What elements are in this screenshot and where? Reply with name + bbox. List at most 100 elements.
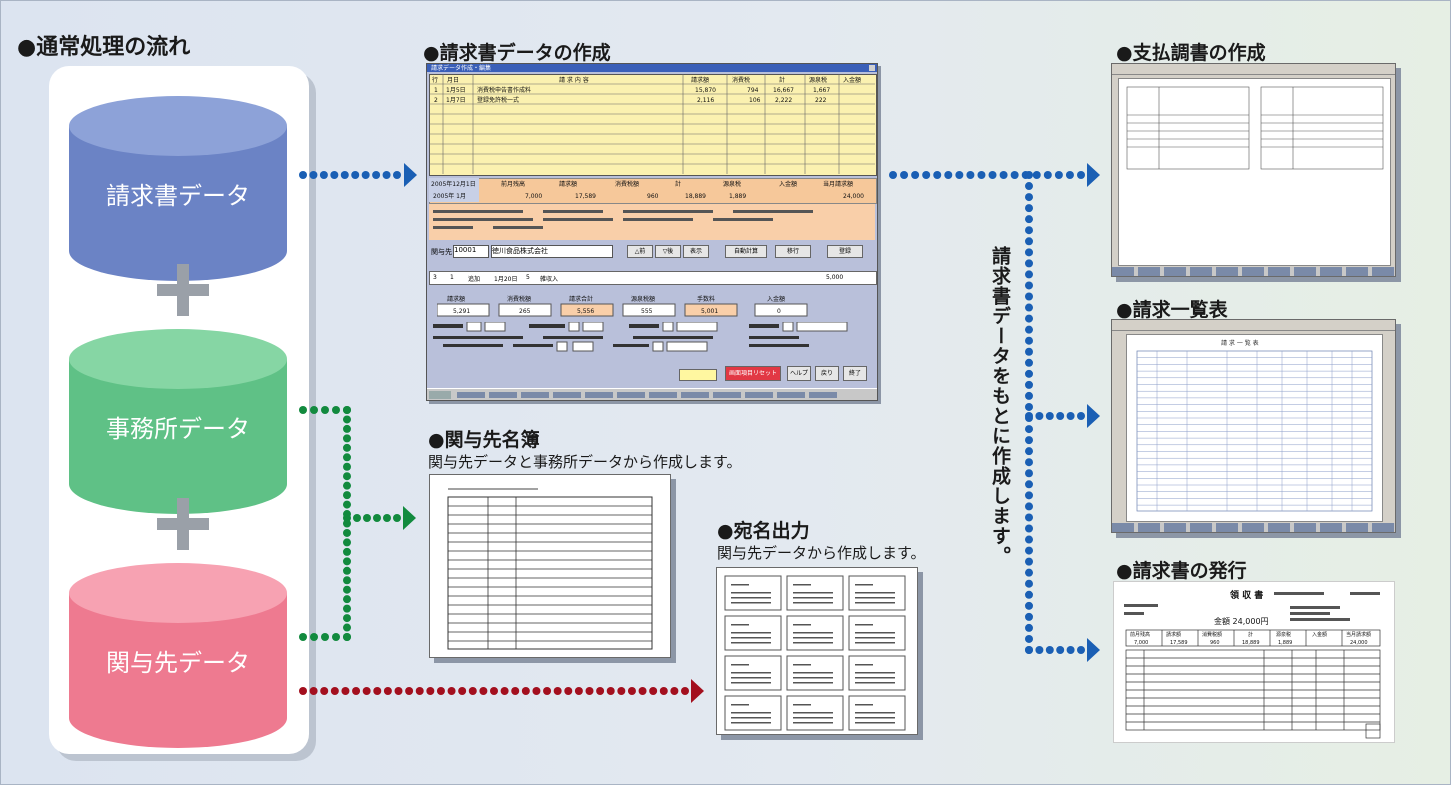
grid-header: 入金額 [843, 76, 861, 84]
next-button[interactable]: ▽後 [655, 245, 681, 258]
address-label-line [793, 677, 833, 679]
auto-calc-button[interactable]: 自動計算 [725, 245, 767, 258]
connector-dot [1077, 412, 1085, 420]
connector-dot [1065, 171, 1074, 179]
address-label-line [731, 722, 771, 724]
connector-dot [1056, 646, 1065, 654]
connector-dot [1025, 380, 1033, 389]
start-button[interactable] [429, 391, 451, 399]
connector-dot [343, 614, 351, 623]
reset-button[interactable]: 画面項目リセット [725, 366, 781, 381]
summary-value: 18,889 [685, 193, 706, 200]
entry-grid-lines: 行 月日 請 求 内 容 請求額 消費税 計 源泉税 入金額 1 1月5日 消費… [429, 74, 875, 174]
connector-dot [1025, 215, 1033, 224]
period-label: 2005年 1月 [433, 192, 466, 200]
receipt-header: 前月残高 [1130, 631, 1150, 638]
connector-dot [553, 687, 562, 695]
address-label-line [855, 632, 895, 634]
connector-dot [1025, 259, 1033, 268]
connector-dot [1025, 281, 1033, 290]
address-label-line [855, 682, 895, 684]
address-label-line [793, 584, 811, 586]
connector-dot [900, 171, 909, 179]
connector-dot [1025, 303, 1033, 312]
connector-dot [999, 171, 1008, 179]
exit-button[interactable]: 終了 [843, 366, 867, 381]
grid-cell: 15,870 [695, 87, 716, 94]
form-titlebar: 請求データ作成・編集 [427, 64, 877, 72]
connector-dot [1025, 513, 1033, 522]
receipt-document: 領 収 書 金額 24,000円 前月残高 請求額 [1113, 581, 1395, 743]
prev-button[interactable]: △前 [627, 245, 653, 258]
address-labels-document [716, 567, 918, 735]
summary-value: 24,000 [843, 193, 864, 200]
address-label-line [793, 602, 833, 604]
arrow-to-invoice-form [404, 163, 417, 187]
receipt-title: 領 収 書 [1230, 589, 1263, 601]
connector-dot [1025, 436, 1033, 445]
address-label-line [793, 597, 833, 599]
grid-cell: 1 [434, 87, 438, 94]
connector-dot [343, 595, 351, 604]
office-data-cylinder: 事務所データ [69, 329, 287, 514]
connector-dot [330, 687, 339, 695]
connector-dot [500, 687, 509, 695]
connector-dot [1077, 171, 1085, 179]
connector-dot [343, 557, 351, 566]
register-button[interactable]: 登録 [827, 245, 863, 258]
help-button[interactable]: ヘルプ [787, 366, 811, 381]
totals-value: 5,556 [577, 308, 594, 315]
connector-dot [1025, 402, 1033, 411]
arrow-to-address [691, 679, 704, 703]
cylinder-shape [69, 329, 287, 514]
client-list-table [447, 488, 653, 650]
connector-dot [1025, 458, 1033, 467]
grid-cell: 登録免許税一式 [477, 96, 519, 104]
connector-dot [977, 171, 986, 179]
transfer-button[interactable]: 移行 [775, 245, 811, 258]
connector-dot [343, 415, 351, 424]
connector-dot [1025, 579, 1033, 588]
grid-header: 請 求 内 容 [559, 76, 589, 84]
connector-dot [319, 171, 328, 179]
window-close-icon[interactable] [869, 65, 875, 71]
arrow-to-invoice-issue [1087, 638, 1100, 662]
totals-label: 請求額 [447, 295, 465, 303]
address-label-line [793, 664, 811, 666]
grid-cell: 2,116 [697, 97, 714, 104]
receipt-value: 1,889 [1278, 640, 1292, 646]
connector-dot [532, 687, 541, 695]
arrow-to-invoice-list [1087, 404, 1100, 428]
grid-cell: 1月7日 [446, 97, 466, 104]
totals-label: 手数料 [697, 295, 715, 303]
connector-dot [363, 514, 371, 522]
connector-dot [1066, 646, 1075, 654]
address-label-line [855, 592, 895, 594]
arrow-to-client-list [403, 506, 416, 530]
client-code-field[interactable]: 10001 [453, 245, 489, 258]
connector-dot [955, 171, 964, 179]
client-name-field[interactable]: 徳川食品株式会社 [491, 245, 613, 258]
connector-dot [1025, 568, 1033, 577]
invoice-issue-title: ●請求書の発行 [1116, 560, 1247, 582]
connector-dot [343, 500, 351, 509]
connector-dot [343, 604, 351, 613]
back-button[interactable]: 戻り [815, 366, 839, 381]
connector-dot [1045, 646, 1054, 654]
connector-dot [343, 623, 351, 632]
list-table: 請 求 一 覧 表 [1136, 339, 1373, 512]
report-forms [1126, 86, 1384, 170]
connector-dot [1025, 623, 1033, 632]
connector-dot [343, 424, 351, 433]
connector-dot [1025, 646, 1033, 654]
show-button[interactable]: 表示 [683, 245, 709, 258]
connector-dot [310, 633, 318, 641]
address-label-line [793, 704, 811, 706]
connector-dot [383, 514, 391, 522]
connector-dot [299, 633, 307, 641]
connector-dot [343, 528, 351, 537]
connector-dot [1035, 646, 1044, 654]
connector-dot [393, 514, 401, 522]
yellow-field[interactable] [679, 369, 717, 381]
